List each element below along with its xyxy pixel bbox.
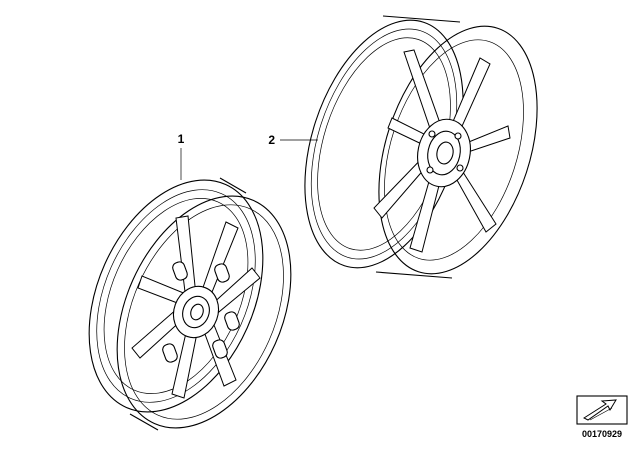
document-number: 00170929 (582, 429, 622, 439)
pointer-arrow-icon (576, 395, 628, 425)
rear-wheel[interactable] (276, 0, 566, 294)
front-wheel[interactable] (55, 153, 325, 452)
part-number-2: 2 (268, 133, 275, 147)
part-number-1: 1 (178, 132, 185, 146)
